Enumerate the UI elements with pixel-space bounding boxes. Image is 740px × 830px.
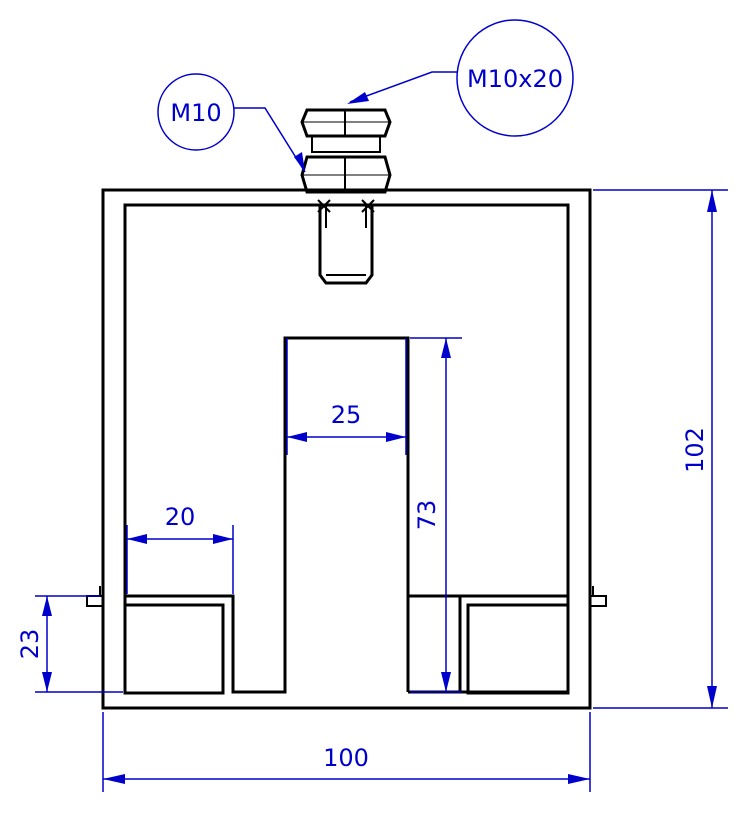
dim-label-102: 102: [681, 427, 709, 473]
dim-label-100: 100: [323, 744, 369, 772]
nut-callout-label: M10: [170, 99, 221, 127]
dim-overall-width: 100: [102, 712, 591, 792]
fastener-assembly: [300, 108, 392, 285]
right-tab: [590, 595, 607, 607]
callouts: M10 M10x20: [157, 19, 574, 173]
dim-label-20: 20: [165, 503, 196, 531]
nut: [300, 155, 392, 194]
bolt-callout-label: M10x20: [467, 65, 563, 93]
dimensions: 100 102 25 73: [16, 189, 728, 792]
dim-label-73: 73: [413, 500, 441, 531]
bolt-head: [300, 108, 392, 138]
left-pocket: [123, 603, 225, 695]
washer: [311, 135, 381, 153]
right-pocket: [466, 603, 570, 695]
nut-balloon: [157, 73, 235, 151]
left-tab: [86, 595, 103, 607]
dim-label-25: 25: [331, 401, 362, 429]
part-outline: [86, 188, 607, 710]
dim-overall-height: 102: [593, 189, 728, 709]
dim-pocket-width: 20: [126, 503, 234, 594]
outer-channel: [101, 188, 592, 710]
bolt-balloon: [456, 19, 574, 137]
right-tab-notch: [567, 586, 594, 596]
callout-bolt: M10x20: [347, 19, 574, 137]
dim-label-23: 23: [16, 629, 44, 660]
left-tab-notch: [99, 586, 126, 596]
inner-cavity: [123, 203, 570, 694]
dim-pocket-height: 23: [16, 595, 123, 693]
left-bar: [125, 594, 235, 692]
callout-nut: M10: [157, 73, 306, 173]
dim-slot-depth: 73: [410, 337, 462, 693]
bolt-shank: [317, 199, 375, 285]
dim-slot-width: 25: [286, 338, 407, 455]
